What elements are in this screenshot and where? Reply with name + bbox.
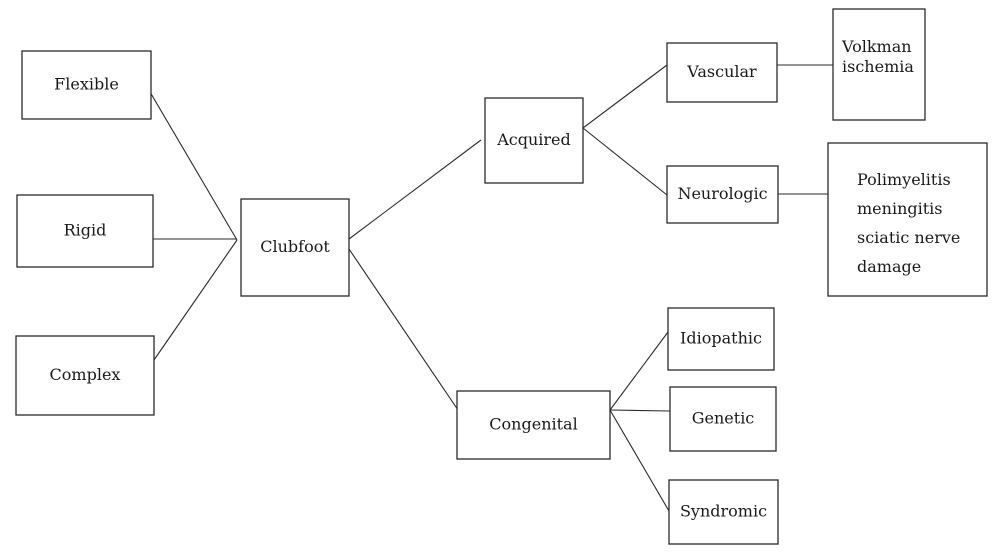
node-rigid: Rigid	[16, 194, 154, 268]
node-box-rigid	[16, 194, 154, 268]
edge-congenital-to-genetic	[609, 409, 671, 412]
node-box-congenital	[456, 390, 611, 460]
node-idiopathic: Idiopathic	[667, 307, 775, 371]
edge-acquired-to-neurologic	[582, 127, 668, 196]
node-label-polio-line-3: sciatic nerve	[857, 228, 960, 247]
edge-congenital-to-syndromic	[609, 409, 670, 512]
edge-clubfoot-to-acquired	[348, 139, 482, 240]
node-label-flexible: Flexible	[54, 75, 119, 94]
node-label-rigid: Rigid	[64, 221, 107, 240]
node-clubfoot: Clubfoot	[240, 198, 350, 297]
node-box-acquired	[484, 97, 584, 184]
node-neurologic: Neurologic	[666, 165, 779, 224]
edge-congenital-to-idiopathic	[609, 331, 669, 411]
node-box-syndromic	[668, 479, 779, 545]
edge-clubfoot-to-congenital	[348, 248, 459, 411]
node-label-vascular: Vascular	[686, 62, 757, 81]
node-box-idiopathic	[667, 307, 775, 371]
node-label-complex: Complex	[50, 365, 121, 384]
node-label-polio-line-2: meningitis	[857, 199, 942, 218]
node-box-genetic	[669, 386, 777, 452]
node-label-volkman-line-1: Volkman	[841, 37, 912, 56]
node-label-idiopathic: Idiopathic	[680, 329, 762, 348]
node-label-acquired: Acquired	[496, 130, 571, 149]
node-acquired: Acquired	[484, 97, 584, 184]
node-label-clubfoot: Clubfoot	[260, 237, 330, 256]
node-genetic: Genetic	[669, 386, 777, 452]
node-box-volkman	[832, 8, 926, 121]
node-flexible: Flexible	[21, 50, 152, 120]
node-congenital: Congenital	[456, 390, 611, 460]
node-syndromic: Syndromic	[668, 479, 779, 545]
node-label-polio-line-1: Polimyelitis	[857, 170, 951, 189]
node-label-polio-line-4: damage	[857, 257, 921, 276]
edge-complex-to-clubfoot	[153, 239, 238, 361]
node-complex: Complex	[15, 335, 155, 416]
node-box-polio	[827, 142, 988, 297]
edge-acquired-to-vascular	[582, 64, 668, 129]
node-polio: Polimyelitis meningitis sciatic nerve damag…	[827, 142, 988, 297]
node-box-clubfoot	[240, 198, 350, 297]
node-box-flexible	[21, 50, 152, 120]
node-label-genetic: Genetic	[692, 409, 755, 428]
node-box-complex	[15, 335, 155, 416]
node-vascular: Vascular	[666, 42, 778, 103]
node-box-vascular	[666, 42, 778, 103]
edge-flexible-to-clubfoot	[149, 91, 238, 241]
diagram-edges	[149, 64, 833, 512]
node-label-syndromic: Syndromic	[680, 502, 767, 521]
node-label-volkman-line-2: ischemia	[842, 57, 914, 76]
node-box-neurologic	[666, 165, 779, 224]
node-label-neurologic: Neurologic	[677, 184, 767, 203]
node-label-congenital: Congenital	[489, 415, 577, 434]
